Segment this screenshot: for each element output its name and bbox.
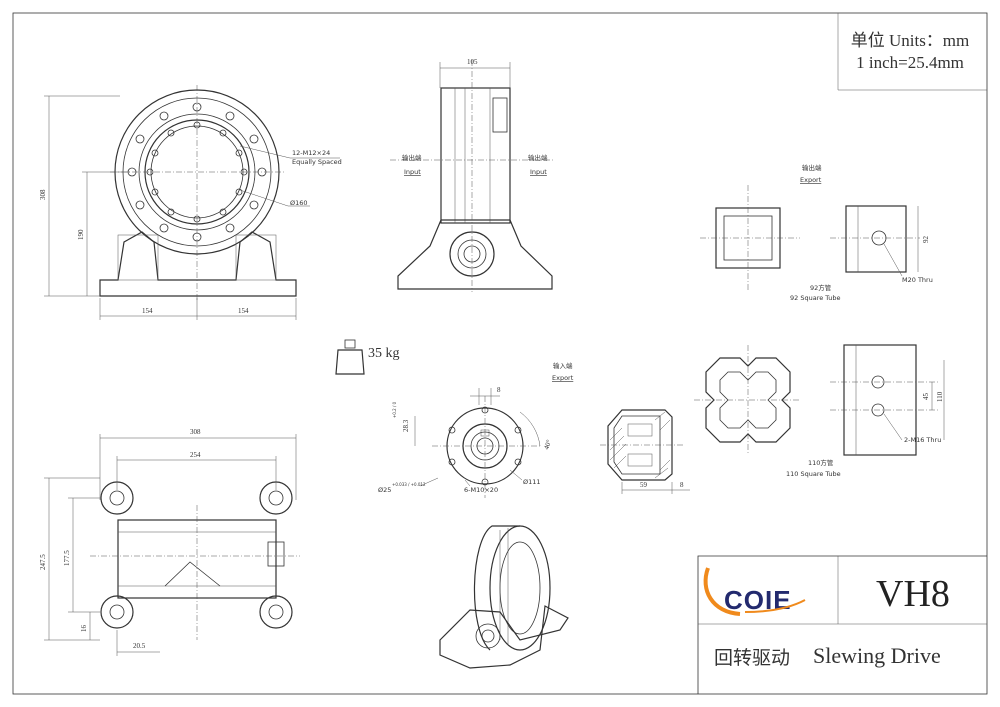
dim-tube-110: 110: [936, 391, 944, 402]
side-left-label-en: Input: [404, 168, 421, 176]
dim-front-center: 190: [77, 229, 85, 240]
units-box-frame: [837, 13, 987, 91]
front-pitch-dia: Ø160: [290, 199, 308, 207]
product-name-en: Slewing Drive: [813, 643, 941, 668]
dim-top-holes: 254: [190, 451, 201, 459]
dim-input-28: 28.3: [402, 419, 410, 432]
input-shaft-dia: Ø25: [378, 486, 391, 494]
model-number: VH8: [876, 573, 950, 615]
input-shaft-tolerance: +0.033 / +0.012: [392, 482, 426, 487]
dim-top-16: 16: [80, 625, 88, 633]
dim-tube-92: 92: [922, 236, 930, 244]
tube-110-thru-note: 2-M16 Thru: [904, 436, 941, 444]
tube-92-thru-note: M20 Thru: [902, 276, 933, 284]
front-bolt-note: 12-M12×24: [292, 149, 330, 157]
tube-92-detail: [700, 185, 920, 290]
dim-section-8: 8: [680, 481, 684, 489]
title-block-frame: [697, 555, 987, 694]
tube-110-detail: [694, 344, 945, 456]
front-bolt-spacing: Equally Spaced: [292, 158, 342, 166]
side-view: [390, 60, 555, 292]
dim-front-half-right: 154: [238, 307, 249, 315]
tube-92-label-en: 92 Square Tube: [790, 294, 841, 302]
dim-input-28-tolerance: +0.2 / 0: [392, 401, 397, 418]
input-end-view: [414, 388, 541, 498]
dim-top-width: 308: [190, 428, 201, 436]
tube-92-label-cn: 92方管: [810, 283, 832, 292]
isometric-view: [439, 525, 569, 669]
dim-top-depth: 247.5: [39, 554, 47, 570]
brand-logo-text: COIE: [724, 585, 792, 615]
side-right-label-cn: 输出端: [528, 153, 548, 162]
dim-front-height: 308: [39, 189, 47, 200]
dim-input-angle: 40°: [542, 439, 553, 451]
side-right-label-en: Input: [530, 168, 547, 176]
input-bolt-note: 6-M10×20: [464, 486, 498, 494]
dim-input-8: 8: [497, 386, 501, 394]
input-label-cn: 输入端: [553, 361, 573, 370]
product-name-cn: 回转驱动: [714, 647, 791, 669]
front-view: [44, 85, 340, 320]
dim-top-20: 20.5: [133, 642, 146, 650]
output-label-en: Export: [800, 176, 822, 184]
input-label-en: Export: [552, 374, 574, 382]
side-left-label-cn: 输出端: [402, 153, 422, 162]
dim-side-width: 105: [467, 58, 478, 66]
dim-top-hole-depth: 177.5: [63, 550, 71, 566]
dim-tube-45: 45: [922, 393, 930, 401]
output-label-cn: 输出端: [802, 163, 822, 172]
input-pcd: Ø111: [523, 478, 541, 486]
sheet-border: [12, 12, 988, 695]
section-view: [600, 409, 690, 494]
tube-110-label-en: 110 Square Tube: [786, 470, 841, 478]
weight-icon: [335, 339, 365, 375]
brand-logo-swoosh: [703, 567, 806, 616]
inch-conversion: 1 inch=25.4mm: [856, 53, 964, 72]
tube-110-label-cn: 110方管: [808, 458, 834, 467]
weight-label: 35 kg: [368, 346, 400, 361]
units-label: 单位 Units：mm: [850, 31, 970, 50]
top-view: [44, 434, 300, 656]
dim-section-59: 59: [640, 481, 648, 489]
dim-front-half-left: 154: [142, 307, 153, 315]
